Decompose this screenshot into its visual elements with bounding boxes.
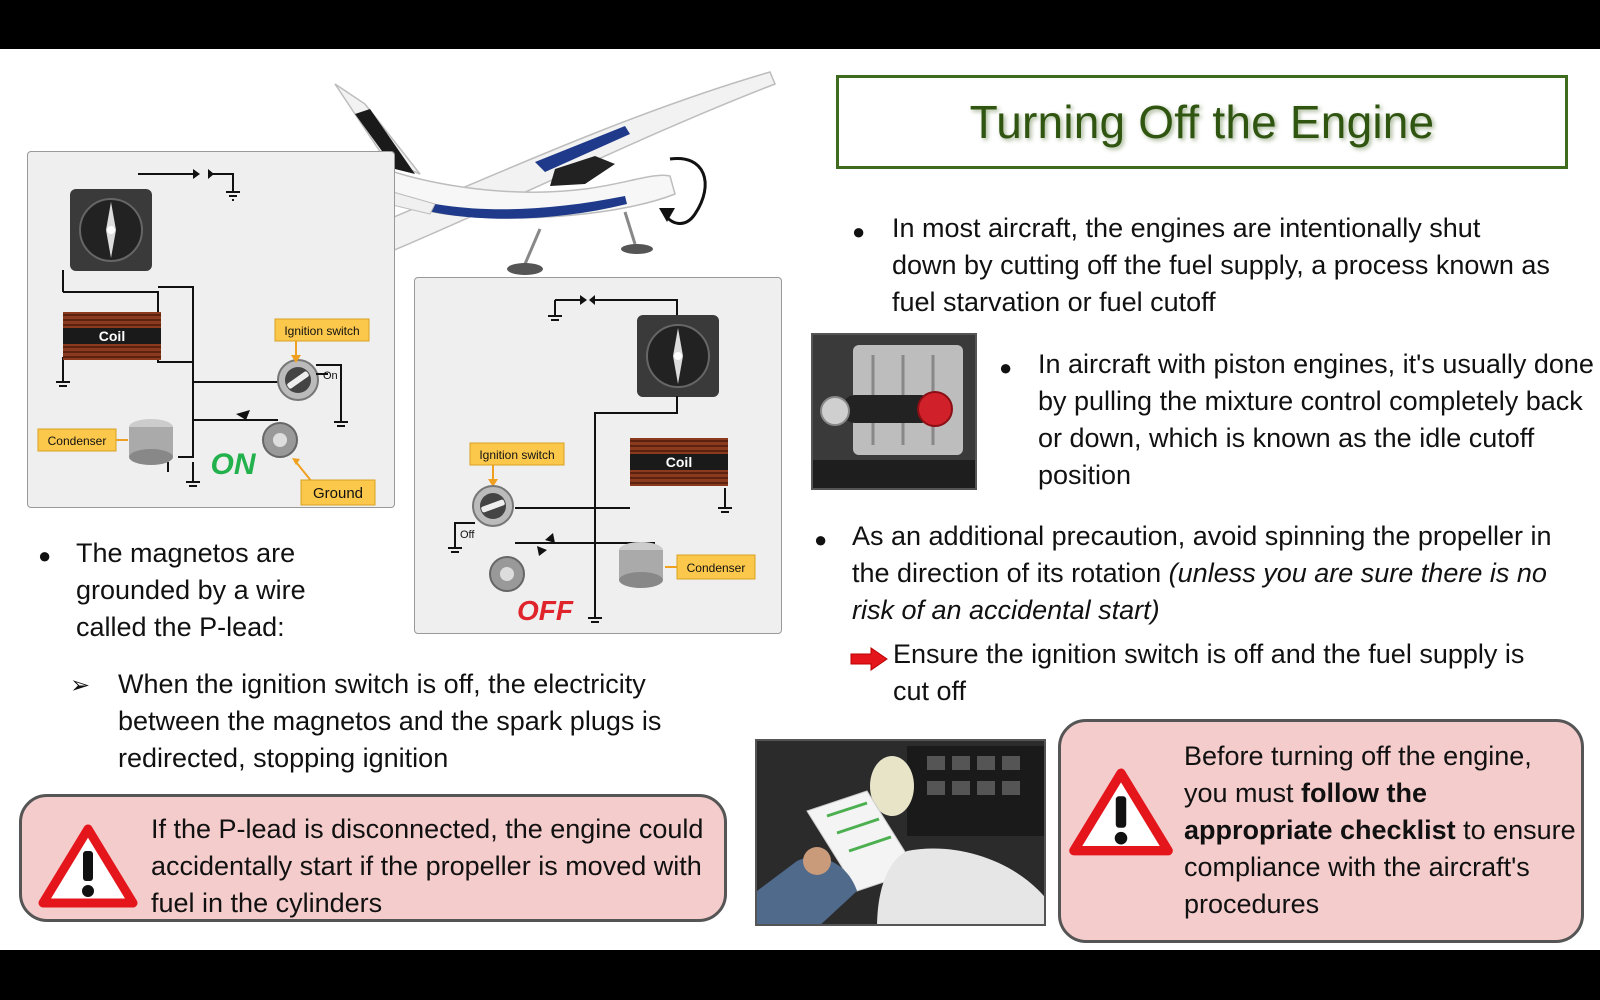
precaution-italic-text: (unless you are sure there is no risk of… bbox=[852, 558, 1547, 625]
condenser-icon bbox=[129, 419, 173, 465]
pilot-checklist-illustration bbox=[757, 741, 1044, 924]
fuel-cutoff-bullet-text: In most aircraft, the engines are intent… bbox=[892, 213, 1550, 317]
bullet-dot: ● bbox=[852, 219, 866, 244]
off-state-label: OFF bbox=[517, 595, 574, 626]
magneto-icon bbox=[70, 189, 152, 271]
on-state-label: ON bbox=[211, 448, 257, 481]
on-position-label: On bbox=[323, 370, 338, 382]
checklist-photo bbox=[755, 739, 1046, 926]
checklist-warning-part1: Before turning off the engine, you must bbox=[1184, 741, 1532, 808]
pblead-sub-bullet-text: When the ignition switch is off, the ele… bbox=[118, 669, 662, 773]
mixture-control-illustration bbox=[813, 335, 975, 488]
checklist-warning-text: Before turning off the engine, you must … bbox=[1184, 738, 1579, 923]
checklist-warning-part2: to ensure compliance with the aircraft's… bbox=[1184, 815, 1576, 919]
bullet-dot: ● bbox=[999, 355, 1013, 380]
magneto-icon bbox=[637, 315, 719, 397]
mixture-control-photo bbox=[811, 333, 977, 490]
ignition-diagram-off: Coil Ignition switch Off bbox=[414, 277, 782, 634]
pblead-warning-text: If the P-lead is disconnected, the engin… bbox=[151, 814, 704, 918]
propeller-precaution-bullet-text: As an additional precaution, avoid spinn… bbox=[852, 518, 1572, 629]
magnetos-bullet-text: The magnetos are grounded by a wire call… bbox=[76, 538, 306, 642]
idle-cutoff-bullet-text: In aircraft with piston engines, it's us… bbox=[1038, 349, 1594, 490]
condenser-label: Condenser bbox=[687, 561, 746, 575]
page-title: Turning Off the Engine bbox=[969, 96, 1435, 148]
warning-triangle-icon bbox=[38, 824, 138, 908]
ignition-switch-icon bbox=[472, 485, 514, 527]
pblead-warning-box: If the P-lead is disconnected, the engin… bbox=[19, 794, 727, 922]
ignition-switch-label: Ignition switch bbox=[284, 324, 359, 338]
precaution-normal-text: As an additional precaution, avoid spinn… bbox=[852, 521, 1552, 588]
coil-icon bbox=[63, 312, 161, 360]
ignition-circuit-on-svg: Coil On Ignition switch Condenser bbox=[37, 169, 376, 506]
bullet-dot: ● bbox=[38, 543, 52, 568]
ignition-diagram-on: Coil On Ignition switch Condenser bbox=[27, 151, 395, 508]
off-position-label: Off bbox=[460, 529, 475, 541]
condenser-icon bbox=[619, 542, 663, 588]
coil-icon bbox=[630, 438, 728, 486]
warning-triangle-icon bbox=[1069, 768, 1173, 856]
coil-label: Coil bbox=[666, 454, 692, 470]
ignition-switch-label: Ignition switch bbox=[479, 448, 554, 462]
bullet-dot: ● bbox=[814, 527, 828, 552]
coil-label: Coil bbox=[99, 328, 125, 344]
ignition-circuit-off-svg: Coil Ignition switch Off bbox=[448, 295, 756, 626]
gear-icon bbox=[262, 422, 298, 458]
ignition-switch-icon bbox=[277, 359, 319, 401]
gear-icon bbox=[489, 556, 525, 592]
ground-label: Ground bbox=[313, 485, 363, 502]
slide: Coil On Ignition switch Condenser bbox=[0, 49, 1600, 950]
red-arrow-icon bbox=[850, 647, 888, 671]
checklist-warning-bold: follow the appropriate checklist bbox=[1184, 778, 1456, 845]
title-box: Turning Off the Engine bbox=[836, 75, 1568, 169]
condenser-label: Condenser bbox=[48, 434, 107, 448]
airplane-illustration bbox=[334, 71, 776, 275]
checklist-warning-box: Before turning off the engine, you must … bbox=[1058, 719, 1584, 943]
sub-bullet-arrowhead: ➢ bbox=[70, 672, 91, 699]
ignition-off-arrow-text: Ensure the ignition switch is off and th… bbox=[893, 639, 1525, 706]
